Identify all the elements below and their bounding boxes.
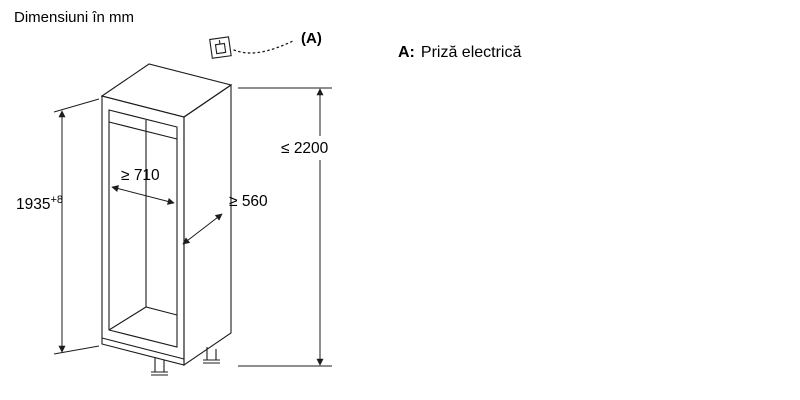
legend-key: A: (398, 44, 415, 61)
socket-annotation: (A) (209, 30, 322, 59)
ceiling-height-label: ≤ 2200 (281, 140, 329, 157)
dim-ceiling-height: ≤ 2200 (238, 87, 332, 367)
legend-text: Priză electrică (421, 44, 522, 61)
niche-depth-label: ≥ 560 (229, 193, 268, 210)
dim-niche-depth: ≥ 560 (182, 193, 268, 245)
dim-niche-height: 1935+8 (16, 98, 100, 355)
niche-height-label: 1935+8 (16, 194, 63, 213)
callout-label: (A) (301, 30, 322, 47)
cabinet-feet (151, 347, 220, 376)
niche-width-label: ≥ 710 (121, 167, 160, 184)
legend: A: Priză electrică (398, 44, 521, 61)
page-title: Dimensiuni în mm (14, 9, 134, 26)
power-socket-icon (209, 36, 232, 59)
dim-niche-width: ≥ 710 (111, 167, 175, 205)
callout-leader-line (233, 39, 296, 54)
cabinet-interior (101, 109, 185, 360)
cabinet-outline (100, 63, 233, 367)
